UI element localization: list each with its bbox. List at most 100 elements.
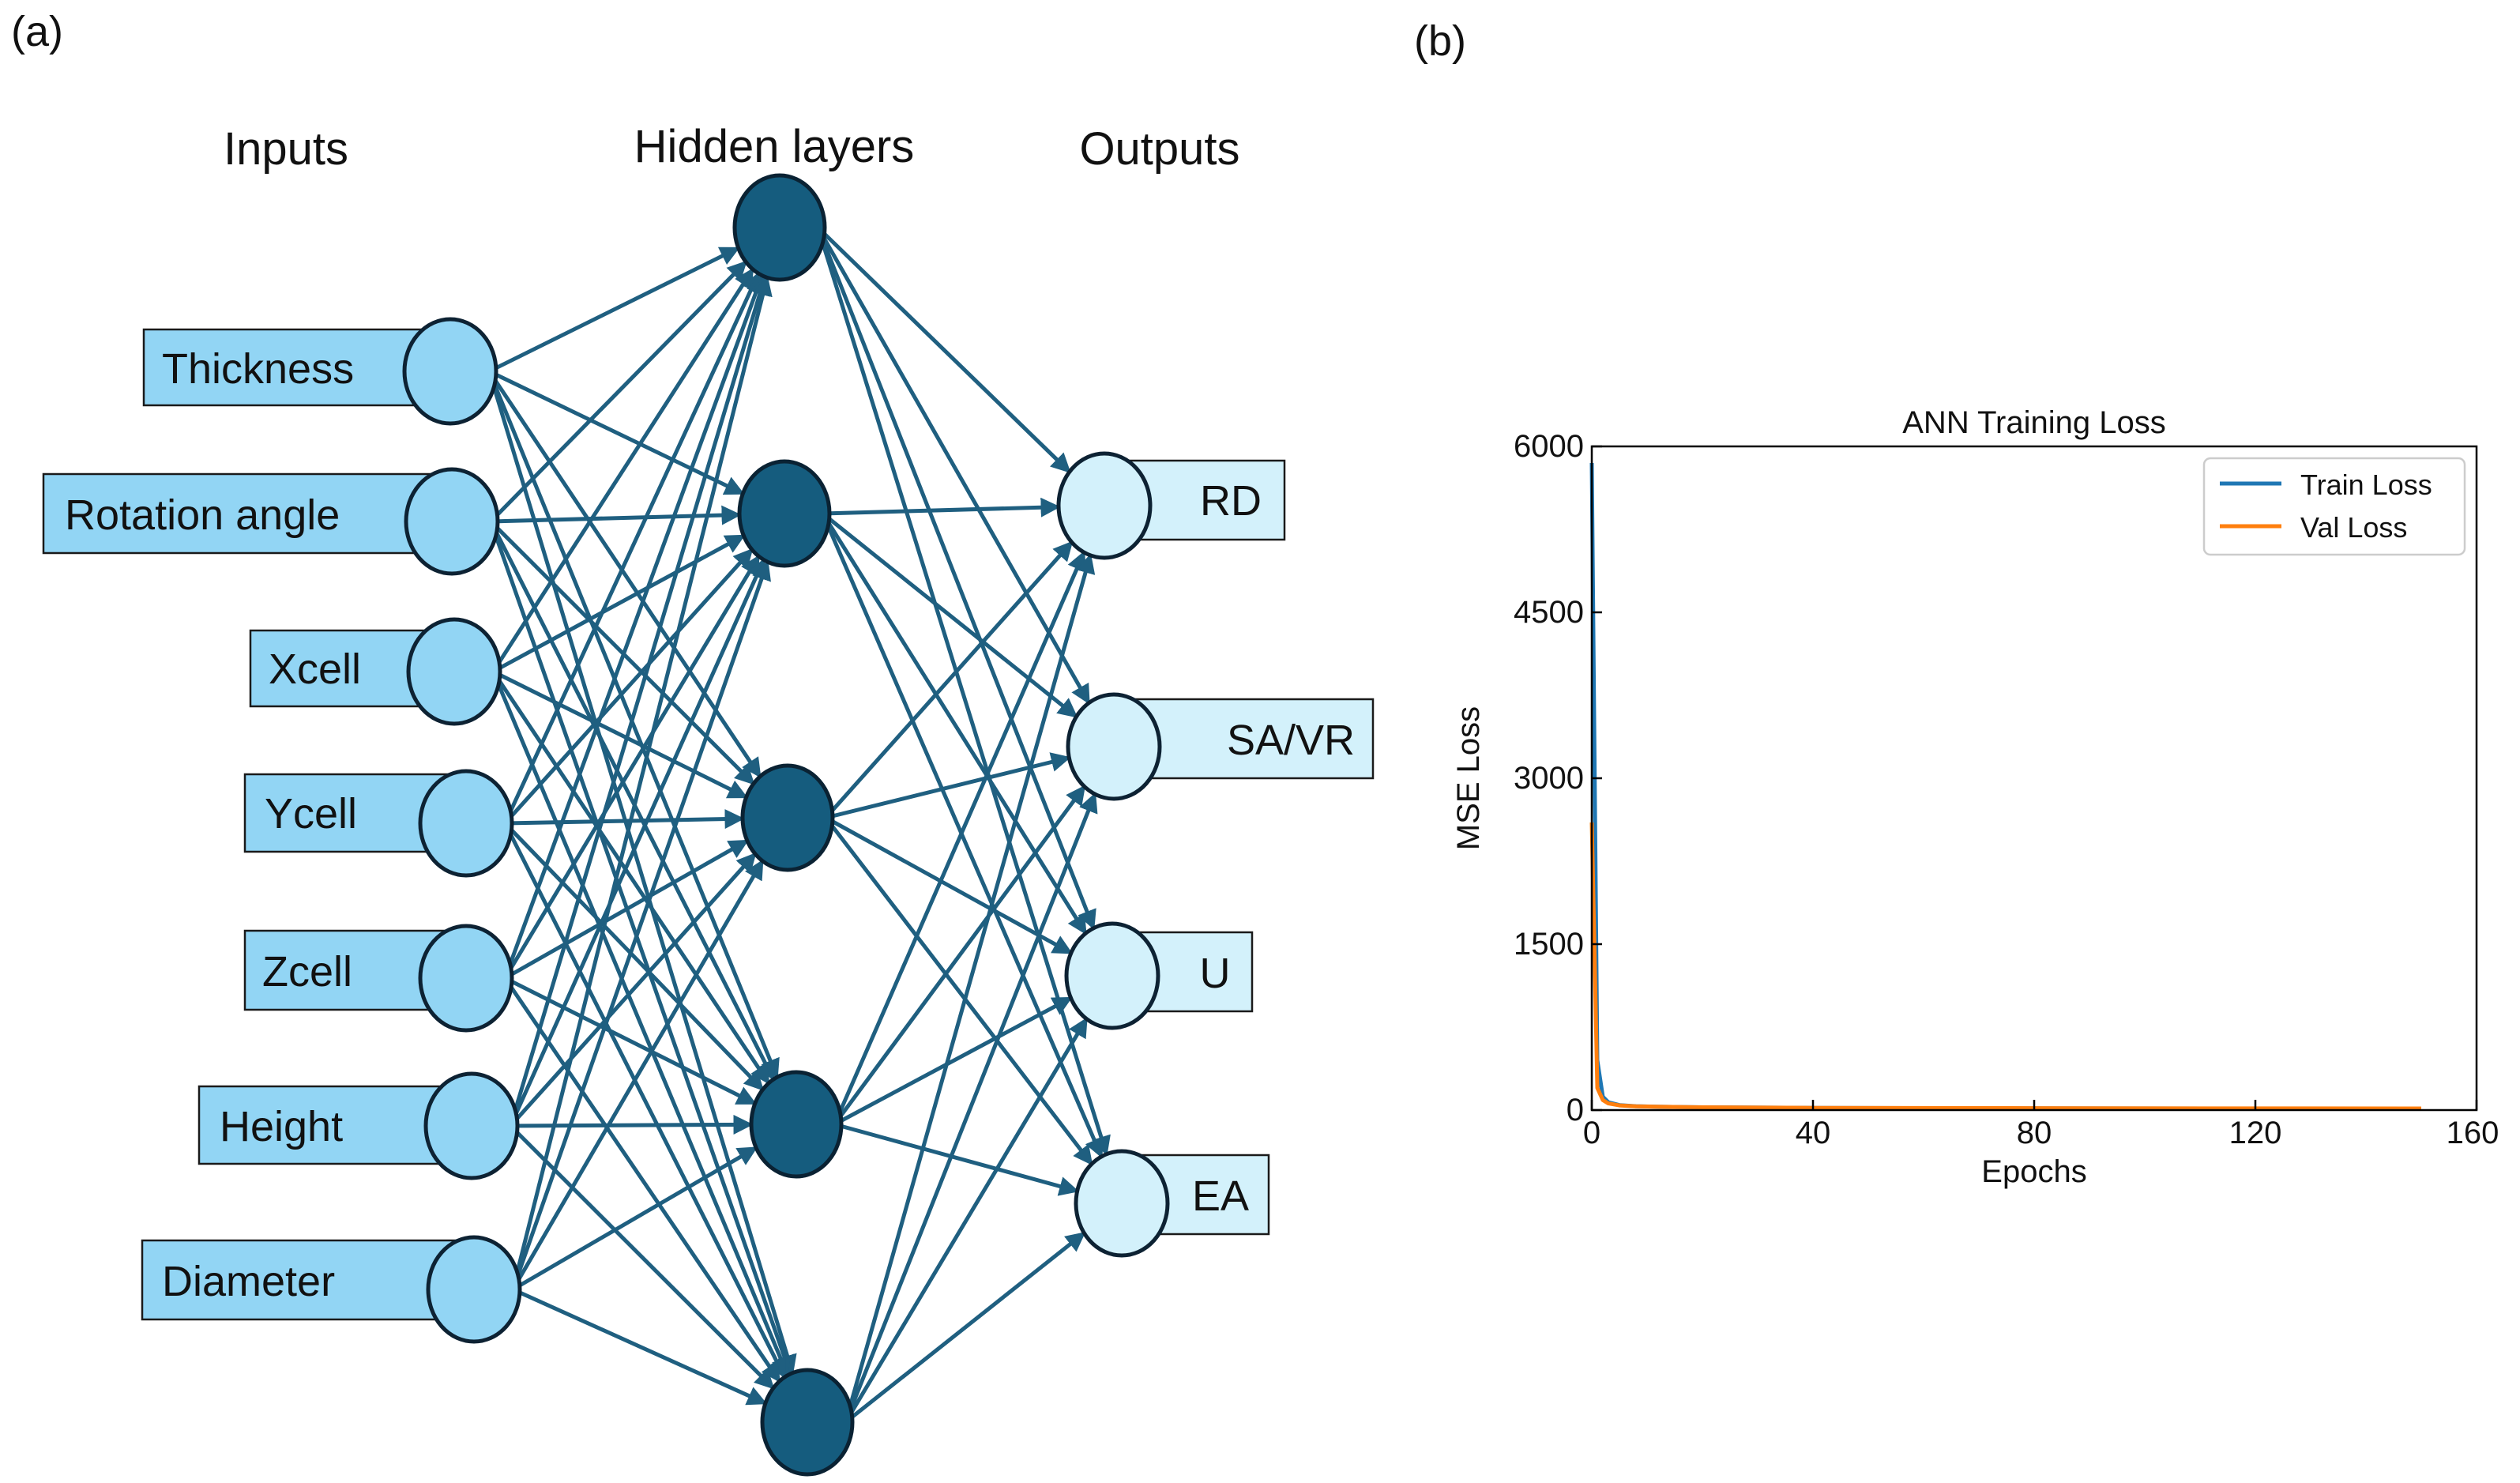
edge-input-node-xcell-to-hidden-node-2 [492, 533, 746, 674]
edge-hidden-node-4-to-output-node-rd [833, 550, 1086, 1125]
output-label-rd: RD [1200, 477, 1262, 525]
input-label-xcell: Xcell [269, 646, 361, 693]
edge-input-node-height-to-hidden-node-1 [508, 274, 769, 1127]
output-label-u: U [1200, 950, 1231, 997]
edge-input-node-rotation-angle-to-hidden-node-1 [489, 260, 747, 523]
hidden-node-4 [749, 1070, 844, 1179]
input-node-diameter [426, 1235, 522, 1344]
series-line-val-loss [1589, 822, 2422, 1111]
outputs-header: Outputs [1079, 123, 1239, 175]
edge-hidden-node-5-to-output-node-u [844, 1017, 1089, 1424]
x-tick-label-80: 80 [2017, 1116, 2052, 1150]
edge-input-node-height-to-hidden-node-4 [510, 1114, 754, 1135]
edge-input-node-zcell-to-hidden-node-1 [502, 273, 765, 979]
x-tick-label-40: 40 [1796, 1116, 1831, 1150]
edge-hidden-node-4-to-output-node-ea [833, 1122, 1080, 1196]
edge-hidden-node-3-to-output-node-ea [824, 816, 1093, 1166]
input-node-height [423, 1071, 520, 1180]
input-node-rotation-angle [404, 467, 500, 576]
input-box-rotation-angle [42, 472, 472, 555]
input-node-ycell [418, 769, 514, 878]
edge-input-node-height-to-hidden-node-3 [509, 852, 757, 1127]
output-node-rd [1056, 451, 1153, 560]
input-node-xcell [406, 617, 502, 726]
plot-series [1589, 462, 2422, 1111]
x-tick-label-160: 160 [2447, 1116, 2499, 1150]
legend-label-val-loss: Val Loss [2300, 511, 2407, 544]
output-node-u [1064, 921, 1160, 1030]
edge-input-node-xcell-to-hidden-node-4 [491, 670, 771, 1085]
input-node-thickness [402, 317, 498, 426]
edge-hidden-node-5-to-output-node-rd [844, 553, 1096, 1423]
edge-hidden-node-1-to-output-node-sa-vr [816, 226, 1091, 705]
y-axis-label: MSE Loss [1451, 706, 1486, 850]
edge-input-node-xcell-to-hidden-node-1 [491, 267, 754, 673]
y-tick-label-4500: 4500 [1514, 595, 1584, 630]
edge-input-node-zcell-to-hidden-node-3 [504, 838, 749, 981]
hidden-layers-header: Hidden layers [634, 121, 915, 172]
edge-hidden-node-4-to-output-node-sa-vr [833, 785, 1086, 1126]
connection-edges [487, 226, 1111, 1424]
output-node-ea [1074, 1149, 1170, 1258]
chart-legend: Train Loss Val Loss [2202, 457, 2466, 556]
edge-input-node-height-to-hidden-node-2 [509, 558, 766, 1127]
edge-input-node-rotation-angle-to-hidden-node-4 [489, 520, 776, 1082]
input-label-zcell: Zcell [262, 948, 352, 996]
input-label-height: Height [220, 1103, 343, 1150]
output-box-sa-vr [1119, 698, 1375, 780]
hidden-node-3 [740, 763, 835, 872]
edge-input-node-zcell-to-hidden-node-2 [503, 555, 761, 980]
edge-hidden-node-2-to-output-node-rd [822, 497, 1061, 518]
edge-input-node-diameter-to-hidden-node-2 [510, 559, 771, 1290]
edge-hidden-node-2-to-output-node-u [821, 512, 1088, 935]
edge-input-node-diameter-to-hidden-node-5 [512, 1287, 768, 1406]
edge-hidden-node-5-to-output-node-ea [844, 1231, 1086, 1424]
edge-input-node-ycell-to-hidden-node-2 [503, 548, 754, 825]
chart-title: ANN Training Loss [1902, 405, 2165, 440]
y-tick-label-3000: 3000 [1514, 761, 1584, 796]
edge-hidden-node-1-to-output-node-u [816, 227, 1096, 931]
input-box-diameter [141, 1239, 483, 1321]
y-tick-label-0: 0 [1567, 1093, 1584, 1127]
output-label-sa-vr: SA/VR [1227, 717, 1355, 764]
edge-input-node-ycell-to-hidden-node-4 [503, 822, 765, 1091]
inputs-header: Inputs [224, 123, 348, 175]
panel-b-label: (b) [1414, 17, 1466, 65]
edge-input-node-rotation-angle-to-hidden-node-2 [491, 505, 742, 525]
edge-hidden-node-3-to-output-node-u [825, 815, 1073, 955]
input-label-ycell: Ycell [265, 790, 357, 837]
edge-input-node-thickness-to-hidden-node-1 [488, 246, 740, 374]
edge-input-node-ycell-to-hidden-node-1 [503, 271, 761, 825]
panel-a-label: (a) [11, 8, 63, 55]
output-node-sa-vr [1066, 692, 1162, 801]
hidden-node-2 [737, 459, 832, 568]
edge-input-node-zcell-to-hidden-node-5 [503, 977, 781, 1383]
y-tick-label-1500: 1500 [1514, 927, 1584, 962]
edge-input-node-thickness-to-hidden-node-2 [488, 369, 745, 495]
x-axis-label: Epochs [1981, 1154, 2086, 1189]
edge-input-node-xcell-to-hidden-node-3 [492, 669, 748, 800]
output-label-ea: EA [1192, 1172, 1249, 1220]
x-tick-label-0: 0 [1583, 1116, 1600, 1150]
edge-input-node-ycell-to-hidden-node-3 [505, 809, 745, 830]
input-label-diameter: Diameter [162, 1258, 335, 1305]
input-label-thickness: Thickness [162, 345, 354, 393]
edge-input-node-ycell-to-hidden-node-5 [503, 822, 787, 1379]
edge-hidden-node-5-to-output-node-sa-vr [844, 792, 1098, 1423]
legend-label-train-loss: Train Loss [2300, 469, 2432, 501]
hidden-node-1 [732, 173, 827, 282]
edge-input-node-thickness-to-hidden-node-4 [487, 371, 780, 1079]
hidden-node-5 [760, 1368, 855, 1477]
edge-hidden-node-3-to-output-node-rd [824, 540, 1074, 819]
y-tick-label-6000: 6000 [1514, 429, 1584, 464]
edge-hidden-node-2-to-output-node-sa-vr [821, 512, 1078, 718]
edge-input-node-thickness-to-hidden-node-5 [487, 371, 797, 1376]
edge-input-node-xcell-to-hidden-node-5 [491, 671, 790, 1377]
edge-input-node-diameter-to-hidden-node-3 [511, 859, 765, 1291]
edge-input-node-diameter-to-hidden-node-4 [512, 1146, 758, 1292]
edge-hidden-node-4-to-output-node-u [833, 996, 1073, 1127]
edge-hidden-node-1-to-output-node-rd [816, 226, 1071, 473]
x-tick-label-120: 120 [2229, 1116, 2282, 1150]
edge-input-node-rotation-angle-to-hidden-node-5 [488, 521, 794, 1376]
